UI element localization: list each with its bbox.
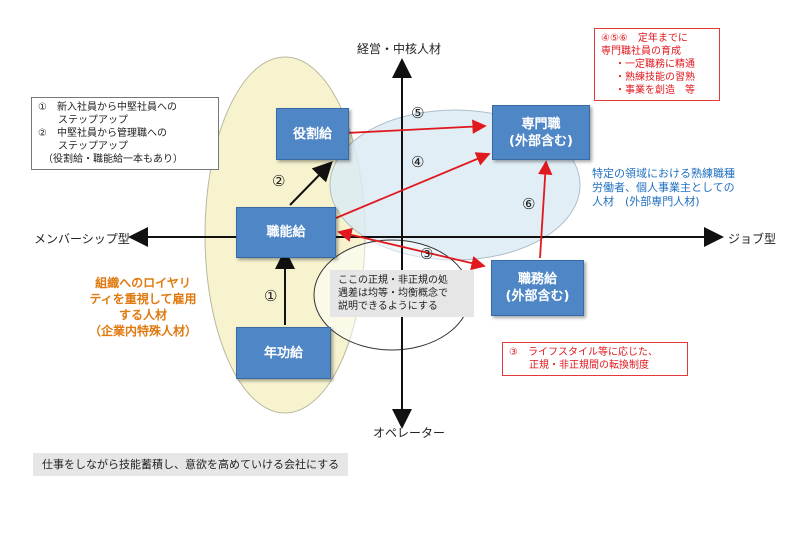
note-line: ④⑤⑥ 定年までに [601, 33, 688, 44]
note-line: ・熟練技能の習熟 [615, 72, 695, 83]
box-yakuwari-label: 役割給 [292, 126, 332, 142]
box-senmon: 専門職 (外部含む) [492, 105, 590, 160]
note-line: ・一定職務に精通 [615, 59, 695, 70]
arrow-2 [289, 161, 333, 206]
note-line: 専門職社員の育成 [601, 46, 681, 57]
step-up-note: ① 新入社員から中堅社員への ステップアップ ② 中堅社員から管理職への ステッ… [31, 97, 219, 170]
number-2: ② [272, 172, 286, 190]
box-shokumu: 職務給 (外部含む) [491, 260, 584, 316]
number-5: ⑤ [411, 104, 425, 122]
box-senmon-label-1: 専門職 [521, 116, 561, 132]
number-3: ③ [420, 245, 434, 263]
note-line: 遇差は均等・均衡概念で [338, 288, 448, 299]
number-6: ⑥ [522, 195, 536, 213]
description-line: 組織へのロイヤリ [95, 276, 191, 290]
box-shokumu-label-2: (外部含む) [505, 289, 570, 304]
box-nenkou: 年功給 [236, 327, 331, 379]
conversion-system-note: ③ ライフスタイル等に応じた、 正規・非正規間の転換制度 [502, 342, 688, 376]
axis-label-left: メンバーシップ型 [34, 232, 130, 246]
description-line: （企業内特殊人材） [88, 324, 197, 338]
specialist-training-note: ④⑤⑥ 定年までに 専門職社員の育成 ・一定職務に精通 ・熟練技能の習熟 ・事業… [594, 28, 720, 101]
box-yakuwari: 役割給 [276, 108, 349, 160]
box-shokumu-label-1: 職務給 [517, 272, 557, 287]
note-line: ・事業を創造 等 [615, 85, 695, 96]
step-up-note-line: ステップアップ [38, 141, 128, 152]
note-line: ③ ライフスタイル等に応じた、 [509, 347, 658, 358]
number-4: ④ [411, 153, 425, 171]
box-senmon-label-2: (外部含む) [509, 133, 573, 149]
equal-treatment-note: ここの正規・非正規の処 遇差は均等・均衡概念で 説明できるようにする [330, 270, 474, 317]
description-line: 人材 (外部専門人材) [592, 195, 700, 208]
box-nenkou-label: 年功給 [263, 345, 303, 361]
description-line: する人材 [118, 308, 167, 322]
arrow-4 [335, 152, 491, 219]
note-line: 正規・非正規間の転換制度 [509, 360, 649, 371]
internal-talent-description: 組織へのロイヤリ ティを重視して雇用 する人材 （企業内特殊人材） [78, 275, 208, 339]
axis-label-bottom: オペレーター [373, 426, 446, 440]
number-1: ① [264, 287, 278, 305]
axis-label-right: ジョブ型 [728, 232, 777, 246]
box-shokunou: 職能給 [236, 207, 336, 258]
step-up-note-line: ① 新入社員から中堅社員への [38, 102, 177, 113]
footer-caption: 仕事をしながら技能蓄積し、意欲を高めていける会社にする [33, 453, 349, 476]
note-line: 説明できるようにする [338, 301, 438, 312]
arrow-6 [538, 160, 553, 259]
note-line: ここの正規・非正規の処 [338, 275, 448, 286]
arrow-3 [337, 227, 486, 271]
step-up-note-line: ステップアップ [38, 115, 128, 126]
arrow-5 [345, 119, 487, 134]
step-up-note-line: （役割給・職能給一本もあり） [38, 154, 183, 165]
description-line: 特定の領域における熟練職種 [592, 167, 735, 180]
box-shokunou-label: 職能給 [266, 225, 306, 240]
description-line: 労働者、個人事業主としての [592, 181, 735, 194]
external-specialist-description: 特定の領域における熟練職種 労働者、個人事業主としての 人材 (外部専門人材) [592, 167, 735, 209]
step-up-note-line: ② 中堅社員から管理職への [38, 128, 167, 139]
description-line: ティを重視して雇用 [89, 292, 197, 306]
axis-label-top: 経営・中核人材 [357, 42, 442, 56]
